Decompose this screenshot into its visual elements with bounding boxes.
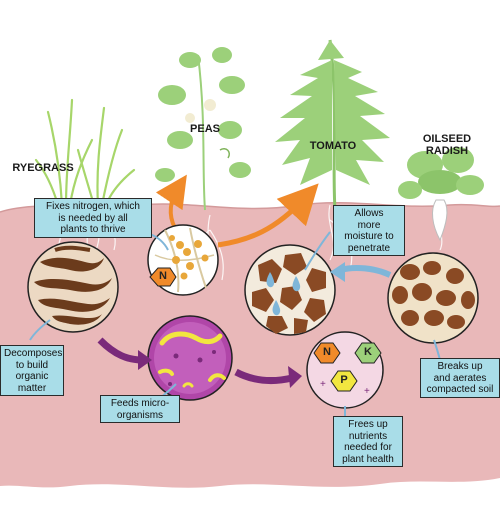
callout-line: organisms (116, 409, 164, 421)
label-peas: PEAS (190, 123, 220, 135)
callout-line: Fixes nitrogen, which (46, 201, 140, 212)
callout-line: penetrate (347, 242, 391, 254)
nutrient-n-label: N (323, 346, 331, 358)
callout-frees-nutrients: Frees up nutrients needed for plant heal… (333, 416, 403, 467)
callout-line: nutrients (348, 430, 388, 442)
callout-breaks-up: Breaks up and aerates compacted soil (420, 358, 500, 398)
callout-line: to build (15, 359, 49, 371)
callout-line: moisture to (344, 231, 394, 242)
moisture-circle (244, 244, 336, 336)
callout-line: Decomposes (4, 348, 63, 359)
microorganism-circle (147, 315, 233, 401)
compacted-soil-circle (387, 252, 479, 344)
label-oilseed: OILSEED (422, 133, 472, 145)
nutrient-circle: + + (306, 331, 384, 409)
pea-nodule-circle (147, 224, 219, 296)
callout-line: matter (17, 382, 47, 394)
orange-arrow-to-tomato (217, 183, 319, 248)
label-ryegrass: RYEGRASS (12, 162, 74, 174)
tomato-plant (275, 39, 390, 211)
callout-line: plant health (342, 453, 394, 465)
callout-fixes-nitrogen: Fixes nitrogen, which is needed by all p… (34, 198, 152, 238)
decomposition-circle (27, 241, 119, 333)
callout-decomposes: Decomposes to build organic matter (0, 345, 64, 396)
radish-plant (398, 147, 484, 242)
nutrient-p-label: P (340, 374, 348, 386)
callout-line: Frees up (348, 419, 388, 430)
label-radish: RADISH (425, 145, 469, 157)
label-oilseed-radish: OILSEED RADISH (412, 133, 482, 157)
callout-line: more (357, 219, 381, 231)
callout-allows-moisture: Allows more moisture to penetrate (333, 205, 405, 256)
purple-arrow-micro-to-nutrients (234, 368, 293, 384)
callout-line: and aerates (433, 372, 487, 384)
callout-line: Feeds micro- (110, 398, 170, 409)
label-tomato: TOMATO (309, 140, 357, 152)
callout-line: compacted soil (426, 384, 494, 395)
svg-text:+: + (320, 379, 326, 390)
callout-line: plants to thrive (60, 224, 126, 235)
orange-arrow-pea-up (155, 174, 187, 229)
pea-nitrogen-label: N (159, 270, 167, 282)
callout-line: needed for (344, 442, 392, 453)
callout-feeds-microorganisms: Feeds micro- organisms (100, 395, 180, 423)
nutrient-k-label: K (364, 346, 372, 358)
ryegrass-plant (34, 98, 136, 207)
callout-line: is needed by all (58, 212, 128, 224)
callout-line: organic (15, 371, 49, 382)
callout-line: Allows (354, 208, 384, 219)
callout-line: Breaks up (437, 361, 483, 372)
svg-text:+: + (364, 386, 370, 397)
